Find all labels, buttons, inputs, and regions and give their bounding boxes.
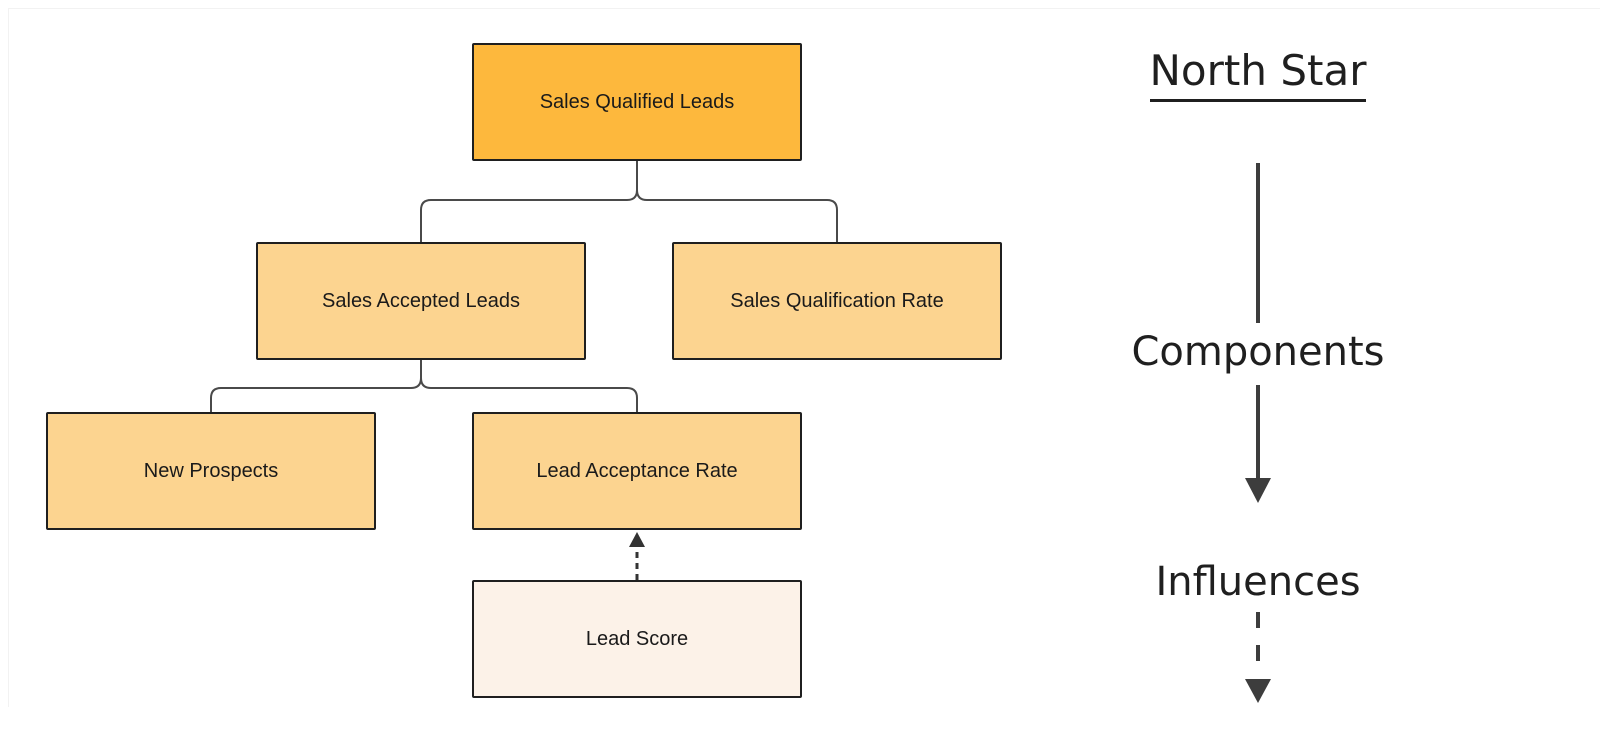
node-label: Sales Accepted Leads xyxy=(322,289,520,312)
canvas-frame-top-divider xyxy=(8,8,1600,9)
connector-sql-to-sal xyxy=(420,161,638,242)
legend-components-label: Components xyxy=(1131,329,1385,375)
legend-title-text: North Star xyxy=(1149,46,1367,102)
node-label: New Prospects xyxy=(143,459,279,482)
node-label: Sales Qualified Leads xyxy=(539,90,735,113)
connector-sal-to-lar xyxy=(420,360,638,412)
node-sales-qualified-leads[interactable]: Sales Qualified Leads xyxy=(472,43,802,161)
influence-arrowhead-icon xyxy=(629,532,645,547)
node-label: Lead Acceptance Rate xyxy=(536,459,738,482)
node-sales-qualification-rate[interactable]: Sales Qualification Rate xyxy=(672,242,1002,360)
node-sales-accepted-leads[interactable]: Sales Accepted Leads xyxy=(256,242,586,360)
legend-influences-label: Influences xyxy=(1155,559,1361,605)
connector-sql-to-sqr xyxy=(636,161,838,242)
legend-solid-arrowhead-icon xyxy=(1245,478,1271,503)
node-lead-score[interactable]: Lead Score xyxy=(472,580,802,698)
legend-dashed-arrowhead-icon xyxy=(1245,679,1271,703)
node-new-prospects[interactable]: New Prospects xyxy=(46,412,376,530)
node-label: Lead Score xyxy=(585,627,689,650)
node-label: Sales Qualification Rate xyxy=(730,289,944,312)
legend-title: North Star xyxy=(1058,46,1458,102)
node-lead-acceptance-rate[interactable]: Lead Acceptance Rate xyxy=(472,412,802,530)
connector-sal-to-np xyxy=(210,360,422,412)
canvas-frame-left-divider xyxy=(8,8,9,707)
